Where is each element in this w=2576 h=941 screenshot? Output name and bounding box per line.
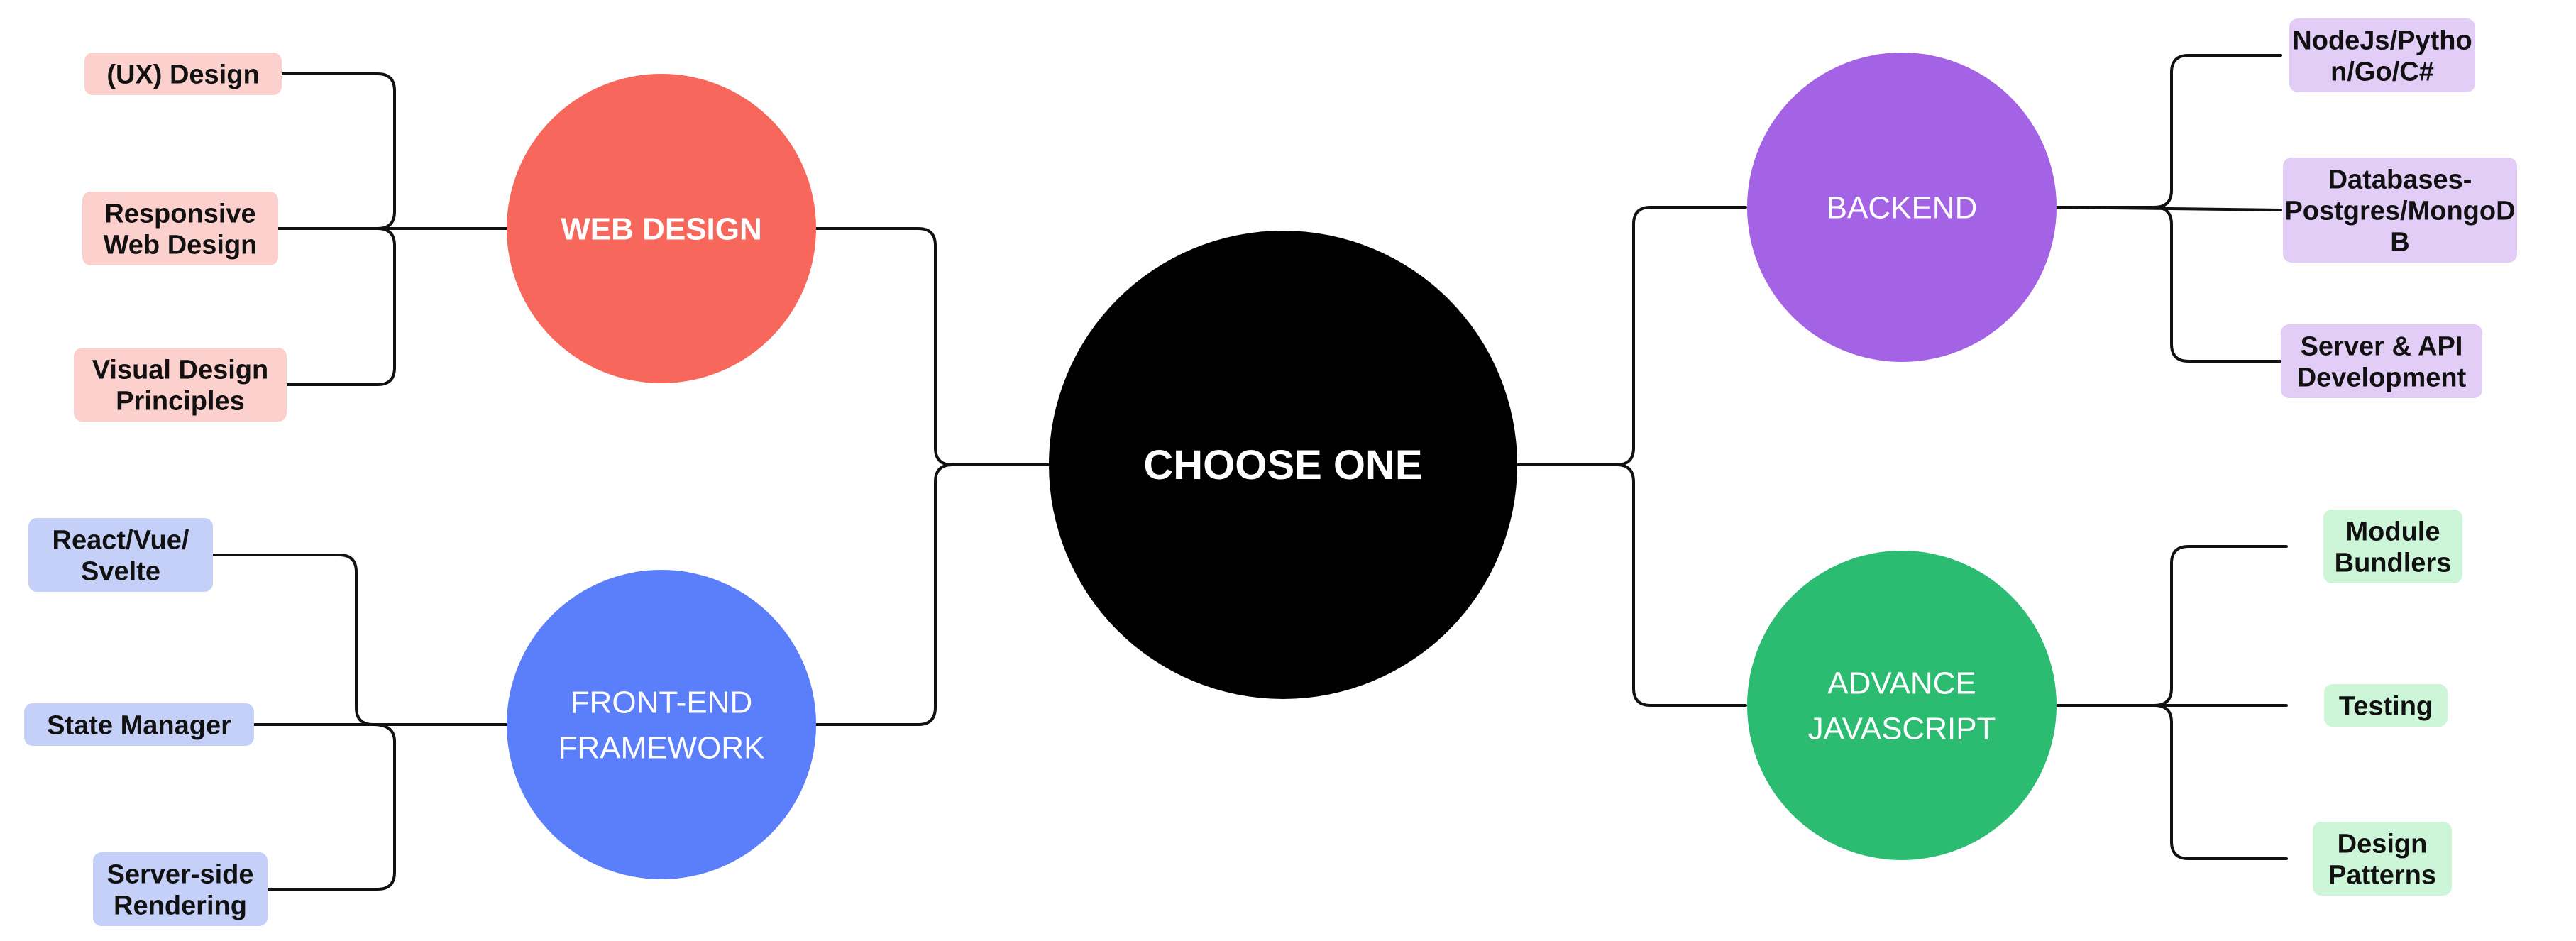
backend-to-server-api	[2153, 206, 2282, 363]
leaf-design-patterns-box	[2313, 822, 2452, 896]
leaf-react-vue-svelte-label-line: Svelte	[81, 556, 160, 586]
leaf-databases-label-line: B	[2390, 227, 2409, 257]
leaf-state-manager-box	[24, 703, 254, 746]
leaf-ux-design-label: (UX) Design	[106, 60, 259, 89]
advance-javascript-node	[1747, 551, 2057, 860]
leaf-responsive-web-design-box	[82, 192, 278, 265]
leaf-databases-label-line: Postgres/MongoD	[2284, 196, 2515, 226]
leaf-visual-design-principles-label-line: Principles	[116, 386, 245, 416]
advance-js-to-patterns	[2153, 704, 2288, 860]
leaf-ux-design-box	[84, 53, 282, 95]
backend-node-label-line: BACKEND	[1827, 190, 1978, 225]
leaf-module-bundlers-label-line: Bundlers	[2335, 548, 2452, 578]
frontend-to-server	[265, 723, 396, 891]
center-node-label: CHOOSE ONE	[1143, 442, 1422, 488]
advance-javascript-node-label-line: ADVANCE	[1827, 666, 1976, 700]
leaf-testing-box	[2324, 684, 2448, 727]
center-to-web-design	[815, 227, 1051, 466]
leaf-react-vue-svelte-label: React/Vue/Svelte	[53, 525, 189, 586]
backend-to-node	[2054, 54, 2282, 209]
leaf-visual-design-principles-label-line: Visual Design	[92, 355, 269, 385]
frontend-to-react	[209, 554, 510, 726]
leaf-module-bundlers-box	[2323, 510, 2462, 583]
web-design-node	[507, 74, 816, 383]
frontend-framework-node-label: FRONT-END FRAMEWORK	[558, 685, 765, 765]
leaf-visual-design-principles-box	[74, 348, 287, 422]
backend-node	[1747, 53, 2057, 362]
frontend-framework-node-label-line: FRAMEWORK	[558, 730, 765, 765]
leaf-server-api-development-label-line: Development	[2297, 363, 2467, 392]
leaf-responsive-web-design-label-line: Web Design	[104, 230, 258, 260]
leaf-react-vue-svelte-box	[28, 518, 213, 592]
leaf-design-patterns-label-line: Design	[2338, 829, 2428, 859]
connector-lines	[209, 54, 2288, 891]
frontend-framework-node	[507, 570, 816, 879]
web-design-node-label: WEB DESIGN	[561, 211, 762, 246]
leaf-testing-label-line: Testing	[2339, 691, 2433, 721]
center-node	[1049, 231, 1517, 699]
leaf-responsive-web-design-label-line: Responsive	[104, 199, 255, 229]
web-design-node-label-line: WEB DESIGN	[561, 211, 762, 246]
leaf-ux-design-label-line: (UX) Design	[106, 60, 259, 89]
leaf-databases-label-line: Databases-	[2328, 165, 2472, 194]
leaf-design-patterns-label-line: Patterns	[2328, 860, 2436, 890]
leaf-server-side-rendering-label-line: Server-side	[106, 859, 253, 889]
leaf-server-api-development-box	[2281, 324, 2482, 398]
advance-js-to-module	[2054, 545, 2288, 707]
center-to-advance-js	[1514, 463, 1747, 707]
center-to-backend	[1514, 206, 1747, 466]
leaf-state-manager-label: State Manager	[47, 710, 231, 740]
leaf-state-manager-label-line: State Manager	[47, 710, 231, 740]
leaf-nodejs-python-go-csharp-label-line: n/Go/C#	[2330, 57, 2434, 87]
advance-javascript-node-label: ADVANCE JAVASCRIPT	[1808, 666, 1996, 746]
leaf-nodejs-python-go-csharp-label-line: NodeJs/Pytho	[2292, 26, 2472, 55]
leaf-databases-box	[2283, 158, 2517, 263]
leaf-nodejs-python-go-csharp-box	[2289, 18, 2475, 92]
leaf-server-side-rendering-label-line: Rendering	[114, 891, 247, 920]
backend-node-label: BACKEND	[1827, 190, 1978, 225]
advance-javascript-node-label-line: JAVASCRIPT	[1808, 711, 1996, 746]
leaf-server-side-rendering-box	[93, 852, 268, 926]
leaf-testing-label: Testing	[2339, 691, 2433, 721]
leaf-module-bundlers-label-line: Module	[2346, 517, 2440, 546]
center-to-frontend	[815, 463, 1051, 726]
leaf-react-vue-svelte-label-line: React/Vue/	[53, 525, 189, 555]
leaf-server-api-development-label-line: Server & API	[2301, 331, 2463, 361]
frontend-framework-node-label-line: FRONT-END	[571, 685, 753, 720]
web-design-to-visual	[263, 227, 396, 386]
backend-to-databases	[2054, 206, 2282, 211]
web-design-to-ux-branch	[280, 72, 396, 230]
